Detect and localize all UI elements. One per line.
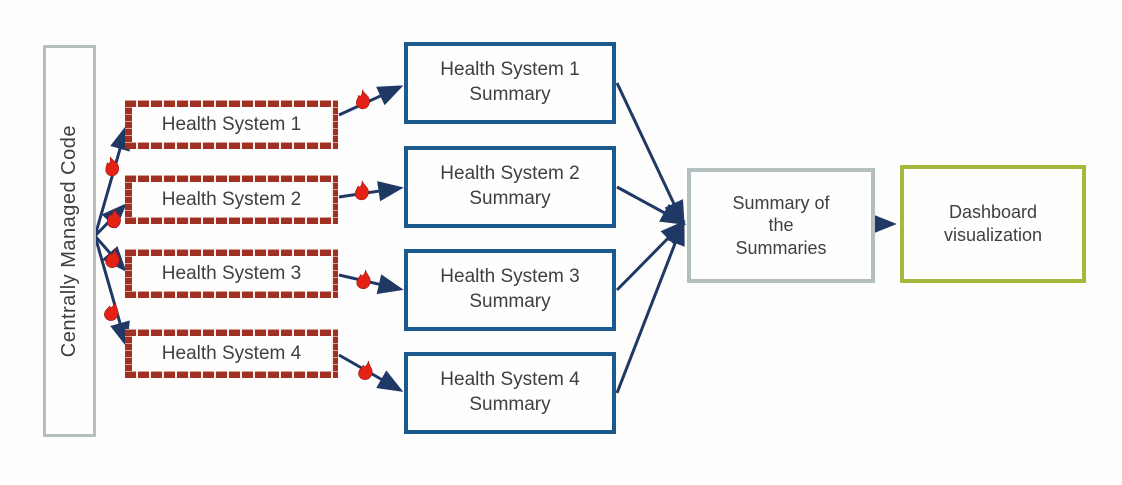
node-centrally-managed-code: Centrally Managed Code xyxy=(43,45,96,437)
node-health-system-2-summary: Health System 2 Summary xyxy=(404,146,616,228)
summary-1-line-2: Summary xyxy=(469,84,551,105)
connector-summary1-aggregate xyxy=(615,82,685,227)
health-system-1-label: Health System 1 xyxy=(161,113,302,135)
summary-to-aggregate-connectors xyxy=(615,82,687,394)
summary-4-line-2: Summary xyxy=(469,394,551,415)
health-system-3-label: Health System 3 xyxy=(161,262,302,284)
node-summary-of-summaries: Summary of the Summaries xyxy=(687,168,875,283)
firewall-flame-icon xyxy=(354,88,371,110)
firewall-flame-icon xyxy=(104,247,121,269)
connector-source-hs4 xyxy=(93,235,130,348)
firewall-flame-icon xyxy=(102,300,122,323)
node-health-system-3: Health System 3 xyxy=(125,249,338,298)
dashboard-line-1: Dashboard xyxy=(948,201,1038,222)
firewall-flame-icon xyxy=(102,155,121,178)
connector-hs2-summary2 xyxy=(338,181,404,202)
connector-summary2-aggregate xyxy=(616,185,687,225)
connector-source-hs2 xyxy=(93,203,127,238)
summary-2-line-1: Health System 2 xyxy=(440,163,580,185)
connector-hs1-summary1 xyxy=(338,85,404,117)
centrally-managed-code-label: Centrally Managed Code xyxy=(58,124,80,358)
fanout-connectors xyxy=(93,124,130,348)
node-health-system-2: Health System 2 xyxy=(125,175,338,224)
connector-summary3-aggregate xyxy=(615,220,686,292)
connector-source-hs1 xyxy=(93,124,130,237)
summary-1-line-1: Health System 1 xyxy=(440,59,580,81)
firewall-flame-icon xyxy=(105,207,122,229)
node-dashboard-visualization: Dashboard visualization xyxy=(900,165,1086,283)
summary-2-line-2: Summary xyxy=(469,188,551,209)
health-system-4-label: Health System 4 xyxy=(161,342,302,364)
firewall-flame-icon xyxy=(355,268,372,290)
node-health-system-1-summary: Health System 1 Summary xyxy=(404,42,616,124)
dashboard-line-2: visualization xyxy=(943,225,1043,245)
node-health-system-4: Health System 4 xyxy=(125,329,338,378)
firewall-flame-icon xyxy=(354,180,370,201)
summary-3-line-2: Summary xyxy=(469,291,551,312)
health-system-2-label: Health System 2 xyxy=(161,188,302,210)
firewall-flame-icon xyxy=(357,359,375,382)
node-health-system-1: Health System 1 xyxy=(125,100,338,149)
connector-source-hs3 xyxy=(93,235,127,272)
summary-3-line-1: Health System 3 xyxy=(440,266,580,288)
node-health-system-3-summary: Health System 3 Summary xyxy=(404,249,616,331)
aggregate-line-2: the xyxy=(768,215,794,236)
node-health-system-4-summary: Health System 4 Summary xyxy=(404,352,616,434)
connector-summary4-aggregate xyxy=(615,219,685,394)
aggregate-line-1: Summary of xyxy=(732,192,830,213)
connector-hs3-summary3 xyxy=(338,273,404,295)
aggregate-line-3: Summaries xyxy=(735,237,827,258)
summary-4-line-1: Health System 4 xyxy=(440,369,580,391)
hs-to-summary-connectors xyxy=(338,85,404,392)
connector-hs4-summary4 xyxy=(338,353,404,392)
